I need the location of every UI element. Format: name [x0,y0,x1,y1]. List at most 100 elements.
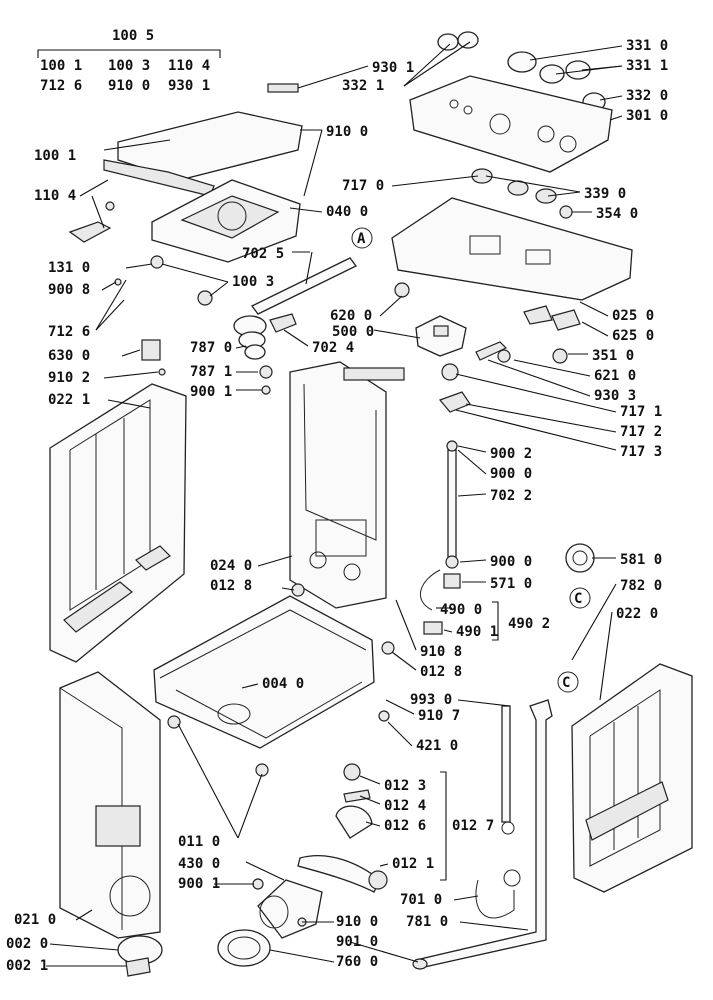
screw-910-2 [158,368,166,376]
label-630-0: 630 0 [48,348,90,364]
label-782-0: 782 0 [620,578,662,594]
label-490-2: 490 2 [508,616,550,632]
leader-lines [46,41,623,967]
label-620-0: 620 0 [330,308,372,324]
group-code-910-0: 910 0 [108,78,150,94]
group-code-110-4: 110 4 [168,58,210,74]
label-910-8: 910 8 [420,644,462,660]
label-781-0: 781 0 [406,914,448,930]
label-332-0: 332 0 [626,88,668,104]
label-900-2: 900 2 [490,446,532,462]
drain-pump-581 [565,543,595,573]
tub-top-frame [151,179,301,263]
callout-c-top [569,587,591,609]
label-331-1: 331 1 [626,58,668,74]
label-131-0: 131 0 [48,260,90,276]
label-625-0: 625 0 [612,328,654,344]
filter-490-1 [423,621,443,635]
label-331-0: 331 0 [626,38,668,54]
group-code-712-6: 712 6 [40,78,82,94]
switch-354 [559,205,573,219]
label-717-2: 717 2 [620,424,662,440]
label-500-0: 500 0 [332,324,374,340]
label-024-0: 024 0 [210,558,252,574]
group-code-100-1: 100 1 [40,58,82,74]
label-339-0: 339 0 [584,186,626,202]
lock-part [150,255,164,269]
label-900-1: 900 1 [190,384,232,400]
label-571-0: 571 0 [490,576,532,592]
label-025-0: 025 0 [612,308,654,324]
hose-702-2 [447,449,457,561]
electronic-module [391,197,633,301]
group-code: 100 5 [112,28,154,44]
connector-702-4 [269,313,297,333]
trim-strip [267,83,299,93]
label-760-0: 760 0 [336,954,378,970]
label-910-2: 910 2 [48,370,90,386]
label-930-1: 930 1 [372,60,414,76]
group-bracket [37,49,221,58]
valve-717-1 [441,363,459,381]
foot-011-a [167,715,181,729]
label-022-0: 022 0 [616,606,658,622]
label-004-0: 004 0 [262,676,304,692]
callout-a [351,227,373,249]
hinge-bracket [68,221,112,243]
spring-part [197,290,213,306]
label-900-0-b: 900 0 [490,554,532,570]
label-910-7: 910 7 [418,708,460,724]
pressure-switch-571 [443,573,461,589]
label-354-0: 354 0 [596,206,638,222]
callout-c-bottom-label: C [562,675,570,691]
label-351-0: 351 0 [592,348,634,364]
detergent-dispenser [415,315,467,357]
bellows-787 [233,315,273,395]
part-630-0 [141,339,161,361]
clip-625-b [551,309,581,331]
clip-900-0 [445,555,459,569]
label-900-8: 900 8 [48,282,90,298]
label-712-6: 712 6 [48,324,90,340]
label-910-0: 910 0 [326,124,368,140]
clip-625-a [523,305,553,325]
group-code-930-1: 930 1 [168,78,210,94]
label-900-1-b: 900 1 [178,876,220,892]
label-993-0: 993 0 [410,692,452,708]
hinge-002-1 [125,957,151,977]
label-021-0: 021 0 [14,912,56,928]
label-621-0: 621 0 [594,368,636,384]
rear-frame [289,361,405,609]
label-040-0: 040 0 [326,204,368,220]
cable-490 [420,569,441,611]
label-910-0-b: 910 0 [336,914,378,930]
label-332-1: 332 1 [342,78,384,94]
top-lid [103,111,303,197]
label-022-1: 022 1 [48,392,90,408]
ring-part [497,349,511,363]
label-100-1: 100 1 [34,148,76,164]
label-011-0: 011 0 [178,834,220,850]
label-430-0: 430 0 [178,856,220,872]
label-581-0: 581 0 [620,552,662,568]
label-012-1: 012 1 [392,856,434,872]
front-panel [59,671,161,939]
label-012-8: 012 8 [210,578,252,594]
pump-assembly [252,763,388,939]
label-100-3: 100 3 [232,274,274,290]
label-002-0: 002 0 [6,936,48,952]
group-code-100-3: 100 3 [108,58,150,74]
label-421-0: 421 0 [416,738,458,754]
foot-012-8-b [381,641,395,655]
callout-c-top-label: C [574,591,582,607]
label-301-0: 301 0 [626,108,668,124]
callout-c-bottom [557,671,579,693]
label-717-3: 717 3 [620,444,662,460]
label-901-0: 901 0 [336,934,378,950]
knobs [437,31,606,112]
clip-620 [394,282,410,298]
label-702-5: 702 5 [242,246,284,262]
label-702-4: 702 4 [312,340,354,356]
label-787-1: 787 1 [190,364,232,380]
label-012-7: 012 7 [452,818,494,834]
